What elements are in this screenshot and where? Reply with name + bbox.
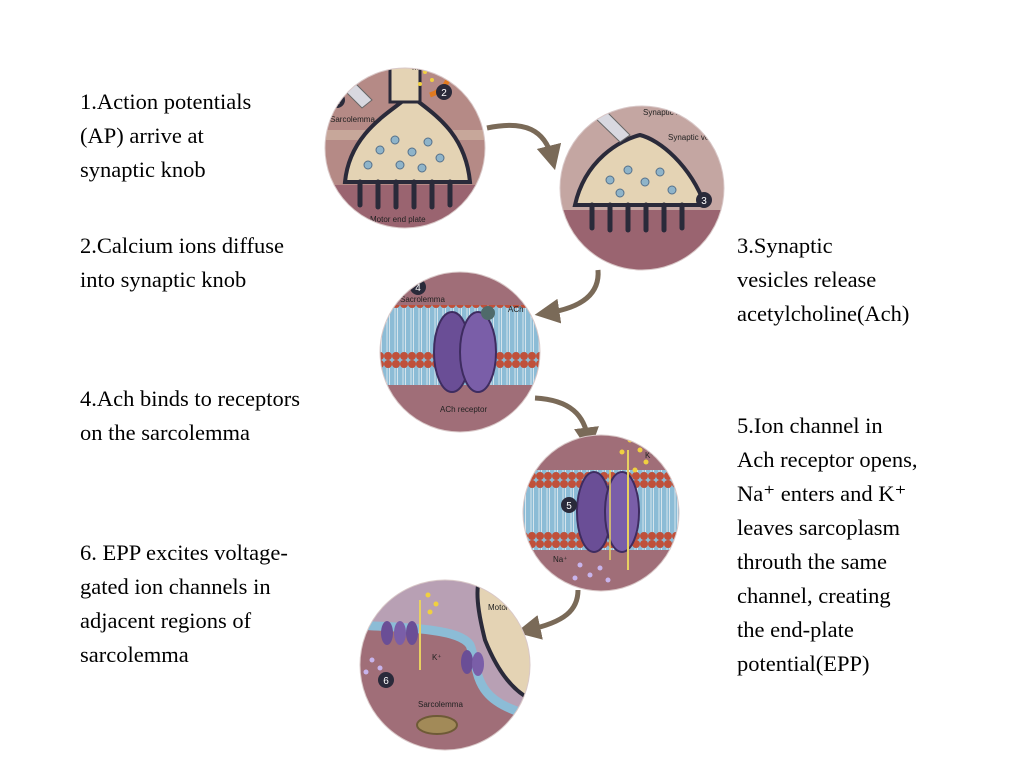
caption-step-5-line: 5.Ion channel in <box>737 413 883 438</box>
label-synaptic-vesicles: Synaptic vesicles <box>668 133 729 142</box>
step-number: 2 <box>441 88 447 99</box>
flow-arrow <box>515 589 581 640</box>
label-synaptic-knob: Synaptic knob <box>643 108 694 117</box>
flow-arrow <box>486 122 562 171</box>
caption-step-2-line: 2.Calcium ions diffuse <box>80 233 284 258</box>
caption-step-6-line: sarcolemma <box>80 642 189 667</box>
label-motor-end-plate: Motor end plate <box>370 215 426 224</box>
panel-ach-receptor: 4 Sacrolemma ACh ACh receptor <box>380 272 540 432</box>
caption-step-3-line: vesicles release <box>737 267 877 292</box>
caption-step-6-line: adjacent regions of <box>80 608 252 633</box>
caption-step-5-line: the end-plate <box>737 617 854 642</box>
caption-step-5-line: Na⁺ enters and K⁺ <box>737 481 907 506</box>
panel-border <box>379 271 541 433</box>
caption-step-6-line: gated ion channels in <box>80 574 271 599</box>
caption-step-5-line: Ach receptor opens, <box>737 447 918 472</box>
panel-action-potential: 1 2 Motor nerve fiber Sarcolemma Motor e… <box>325 63 485 228</box>
label-motor-nerve-fiber: Motor nerve fiber <box>412 63 473 72</box>
caption-step-5-line: leaves sarcoplasm <box>737 515 901 540</box>
caption-step-3-line: 3.Synaptic <box>737 233 833 258</box>
step-number: 6 <box>383 676 389 687</box>
caption-step-1-line: (AP) arrive at <box>80 123 204 148</box>
caption-step-2-line: into synaptic knob <box>80 267 247 292</box>
label-sarcolemma: Sarcolemma <box>418 700 463 709</box>
caption-step-5-line: throuth the same <box>737 549 887 574</box>
caption-step-1-line: 1.Action potentials <box>80 89 252 114</box>
label-sacrolemma: Sacrolemma <box>400 295 445 304</box>
panel-border <box>522 434 680 592</box>
caption-step-6-line: 6. EPP excites voltage- <box>80 540 288 565</box>
caption-step-5-line: channel, creating <box>737 583 891 608</box>
caption-step-1-line: synaptic knob <box>80 157 206 182</box>
label-ach-receptor: ACh receptor <box>440 405 487 414</box>
flow-arrow <box>534 269 601 324</box>
step-number: 4 <box>415 283 421 294</box>
caption-step-3-line: acetylcholine(Ach) <box>737 301 910 326</box>
caption-step-3: 3.Synaptic vesicles release acetylcholin… <box>737 229 909 331</box>
label-k: K⁺ <box>432 653 442 662</box>
caption-step-4: 4.Ach binds to receptors on the sarcolem… <box>80 382 300 450</box>
caption-step-6: 6. EPP excites voltage- gated ion channe… <box>80 536 288 672</box>
label-na: Na⁺ <box>378 591 392 600</box>
flow-arrow <box>534 395 599 453</box>
caption-step-4-line: 4.Ach binds to receptors <box>80 386 300 411</box>
label-ach: ACh <box>508 305 524 314</box>
label-sarcolemma: Sarcolemma <box>330 115 375 124</box>
caption-step-5: 5.Ion channel in Ach receptor opens, Na⁺… <box>737 409 918 681</box>
label-na: Na⁺ <box>553 555 567 564</box>
label-motor-neuron: Motor neuron <box>488 603 536 612</box>
panel-synaptic-vesicles: 3 Synaptic knob Synaptic vesicles <box>560 106 729 270</box>
label-k: K⁺ <box>645 451 655 460</box>
caption-step-2: 2.Calcium ions diffuse into synaptic kno… <box>80 229 284 297</box>
panel-border <box>324 67 486 229</box>
step-number: 5 <box>566 501 572 512</box>
caption-step-5-line: potential(EPP) <box>737 651 870 676</box>
panel-ion-channel-open: 5 K⁺ Na⁺ <box>523 435 679 591</box>
panel-epp-excitation: 6 Na⁺ K⁺ Motor neuron Sarcolemma <box>360 580 536 750</box>
caption-step-4-line: on the sarcolemma <box>80 420 250 445</box>
step-number: 3 <box>701 196 707 207</box>
caption-step-1: 1.Action potentials (AP) arrive at synap… <box>80 85 251 187</box>
panel-border <box>559 105 725 271</box>
panel-border <box>359 579 531 751</box>
